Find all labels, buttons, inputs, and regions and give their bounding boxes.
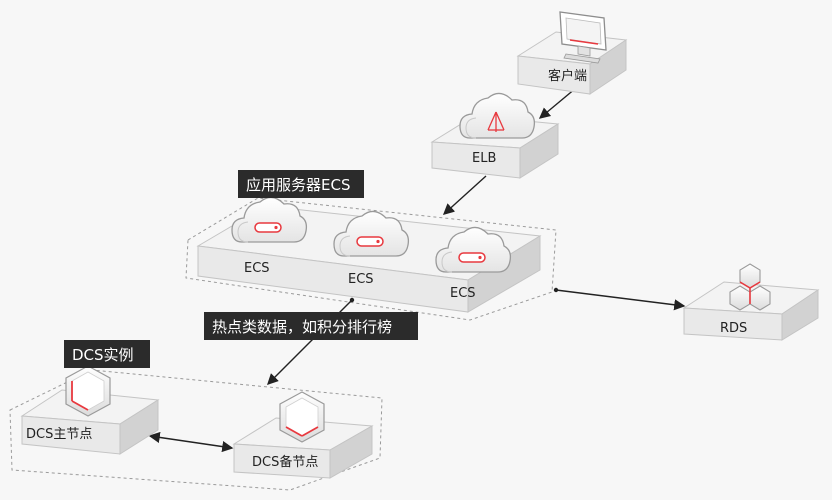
monitor-icon [559,11,607,64]
elb-label: ELB [472,151,496,166]
dcs-group-tag: DCS实例 [64,340,150,368]
dcs-standby-node: DCS备节点 [232,391,374,479]
ecs-group-title: 应用服务器ECS [246,176,350,194]
hexagon-icon [279,391,325,443]
client-node: 客户端 [516,11,628,95]
hot-data-label: 热点类数据，如积分排行榜 [212,318,392,336]
hexagon-icon [65,365,111,417]
ecs-group-tag: 应用服务器ECS [238,170,364,198]
ecs-to-rds-start-dot [553,287,559,293]
cloud-icon [231,196,308,243]
elb-to-ecs-connector [442,175,487,215]
hot-data-tag: 热点类数据，如积分排行榜 [204,312,418,340]
rds-node: RDS [682,263,820,341]
rds-label: RDS [720,321,747,336]
cloud-icon [459,92,536,139]
hexagon-cluster-icon [729,263,771,311]
client-label: 客户端 [548,68,587,84]
dcs-standby-label: DCS备节点 [252,454,318,470]
client-to-elb-connector [538,87,577,119]
ecs-label-1: ECS [244,261,270,276]
ecs-to-rds-connector [555,289,686,311]
cloud-icon [333,210,410,257]
dcs-master-label: DCS主节点 [26,427,92,442]
dcs-sync-connector [148,431,234,453]
ecs-label-2: ECS [348,272,374,287]
ecs-server-2: ECS [333,210,410,287]
cloud-icon [435,226,512,273]
ecs-server-1: ECS [231,196,308,276]
ecs-group-boundary [185,197,557,321]
ecs-label-3: ECS [450,286,476,301]
ecs-to-dcs-start-dot [349,297,355,303]
elb-node: ELB [430,92,560,179]
dcs-master-node: DCS主节点 [20,365,160,455]
ecs-server-3: ECS [435,226,512,301]
dcs-group-title: DCS实例 [72,346,134,364]
